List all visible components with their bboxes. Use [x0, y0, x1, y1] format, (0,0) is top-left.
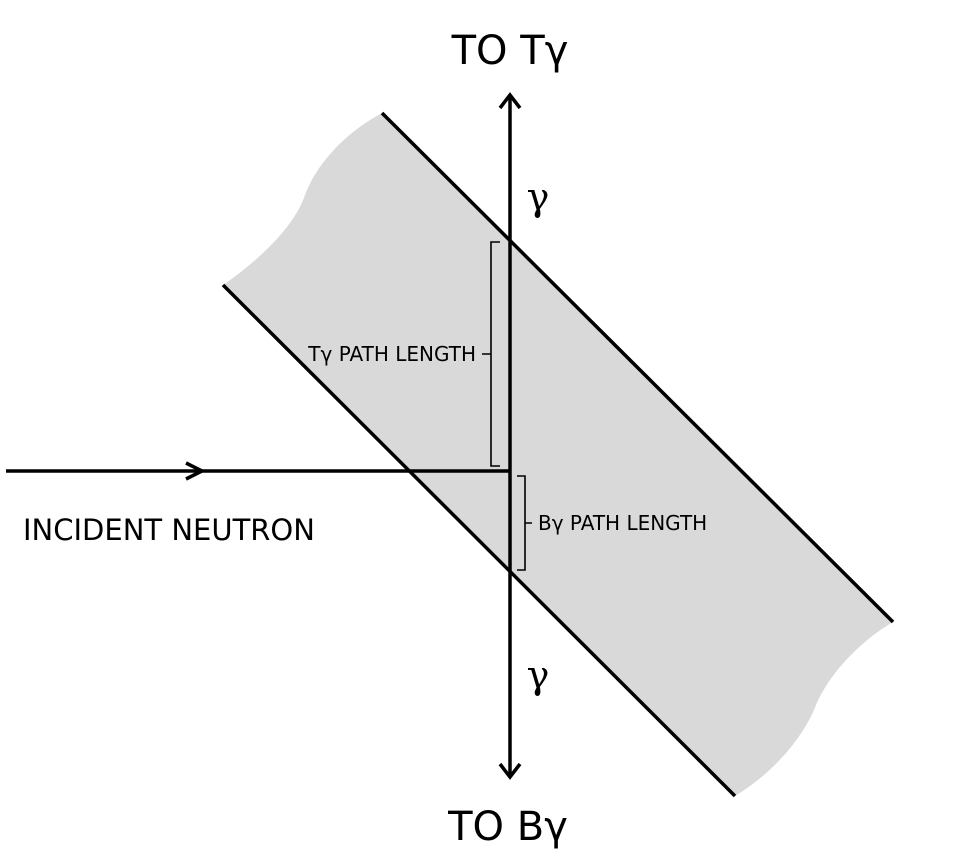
t-path-bracket [482, 241, 500, 467]
gamma-bottom-symbol: γ [527, 653, 550, 697]
b-path-length-label: Bγ PATH LENGTH [538, 511, 707, 535]
gamma-top-symbol: γ [527, 175, 550, 219]
incident-neutron-label: INCIDENT NEUTRON [23, 513, 315, 547]
t-path-length-label: Tγ PATH LENGTH [307, 342, 476, 366]
gamma-up-arrowhead [498, 92, 522, 110]
slab-upper-edge [380, 111, 895, 624]
material-slab [223, 113, 893, 796]
gamma-down-arrowhead [498, 762, 522, 780]
b-path-bracket [517, 475, 532, 571]
slab-lower-edge [221, 283, 737, 798]
top-destination-label: TO Tγ [451, 28, 569, 74]
incident-neutron-arrowhead [185, 461, 206, 481]
bottom-destination-label: TO Bγ [447, 804, 568, 850]
